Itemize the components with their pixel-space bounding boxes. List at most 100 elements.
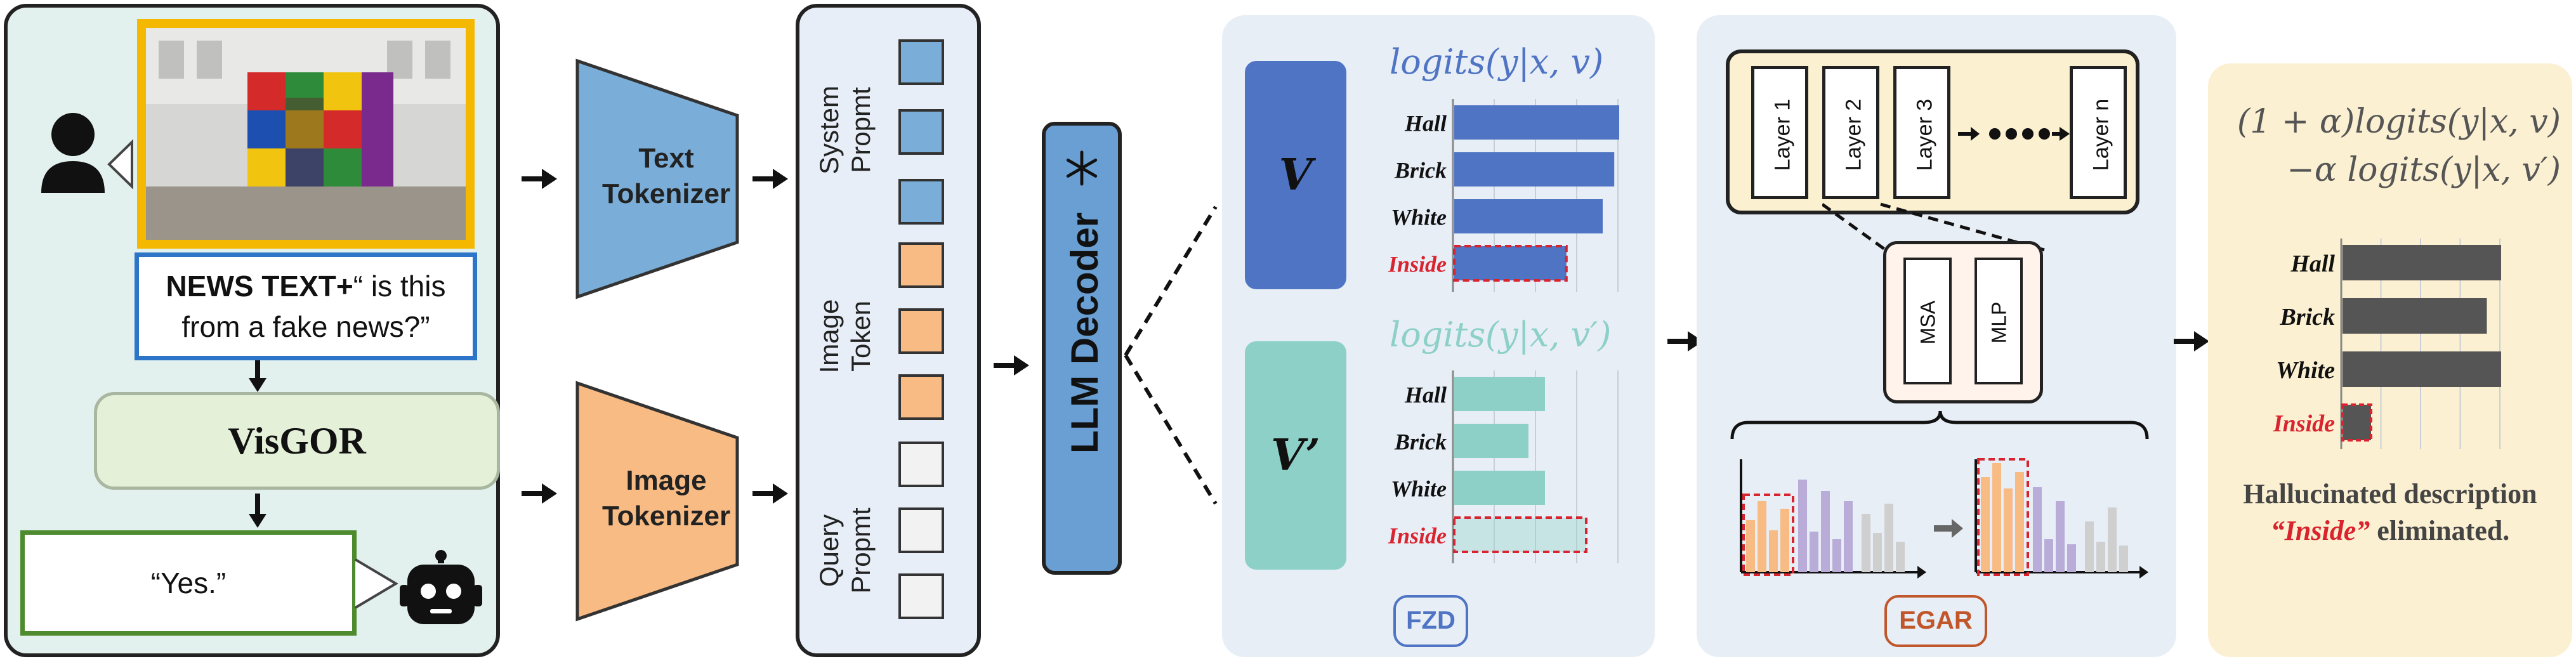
answer-box: “Yes.” — [20, 530, 357, 636]
llm-decoder-box — [1042, 122, 1122, 575]
llm-decoder-label: LLM Decoder — [1063, 212, 1106, 454]
text-tokenizer-line1: Text — [638, 143, 694, 174]
layer-1: Layer 1 — [1751, 66, 1808, 199]
prompt-box: NEWS TEXT+“ is this from a fake news?” — [135, 252, 477, 360]
text-tokenizer-shape — [575, 58, 739, 299]
bar-inside — [1453, 516, 1587, 553]
bar-label-white: White — [1391, 476, 1447, 502]
image-tokenizer-line2: Tokenizer — [601, 501, 731, 532]
layer-3-label: Layer 3 — [1912, 98, 1937, 171]
bar-brick — [1454, 152, 1615, 187]
caption-line-1: Hallucinated description — [2243, 478, 2537, 509]
robot-icon — [400, 550, 482, 624]
query-prompt-token — [898, 507, 944, 553]
text-tokenizer-label: Text Tokenizer — [596, 141, 736, 212]
down-arrow-icon — [249, 360, 266, 392]
bar-white — [1454, 471, 1545, 505]
bar-label-white: White — [2276, 357, 2335, 384]
image-token-line2: Token — [846, 300, 876, 372]
formula-line-2: −α logits(y|x, v′) — [2287, 151, 2561, 189]
system-prompt-token — [898, 109, 944, 155]
query-prompt-token — [898, 573, 944, 619]
msa-block: MSA — [1903, 258, 1952, 384]
caption-rest: eliminated. — [2370, 515, 2510, 546]
mlp-block: MLP — [1975, 258, 2023, 384]
bar-white — [1454, 199, 1603, 233]
system-prompt-line2: Propmt — [846, 87, 876, 173]
system-prompt-token — [898, 39, 944, 85]
bar-label-inside: Inside — [1388, 252, 1447, 277]
v-block — [1245, 61, 1346, 289]
layer-2-label: Layer 2 — [1841, 98, 1866, 171]
attention-histograms — [1730, 410, 2149, 579]
query-prompt-line2: Propmt — [846, 507, 876, 594]
query-prompt-label: Query Propmt — [813, 474, 877, 627]
right-arrow-icon — [752, 169, 788, 189]
caption-line-2: “Inside” eliminated. — [2208, 513, 2572, 549]
bar-hall — [1454, 377, 1545, 411]
layer-n-label: Layer n — [2089, 98, 2113, 171]
v-label: V — [1278, 150, 1313, 200]
prompt-token-panel — [796, 4, 981, 657]
query-prompt-token — [898, 442, 944, 487]
bar-label-inside: Inside — [2273, 410, 2335, 437]
bar-brick — [1454, 424, 1528, 458]
bar-label-hall: Hall — [1404, 383, 1447, 408]
right-arrow-icon — [1667, 331, 1703, 351]
image-tokenizer-label: Image Tokenizer — [596, 463, 736, 534]
layer-n: Layer n — [2070, 66, 2127, 199]
caption-highlight: “Inside” — [2270, 515, 2370, 546]
formula-line-1: (1 + α)logits(y|x, v) — [2237, 103, 2561, 141]
right-arrow-icon — [2174, 331, 2209, 351]
speech-tail-icon — [354, 558, 398, 609]
right-arrow-icon — [522, 169, 557, 189]
bar-inside — [2341, 403, 2372, 442]
snowflake-icon — [1066, 150, 1098, 186]
bar-inside — [1453, 245, 1568, 282]
bar-label-brick: Brick — [2279, 304, 2335, 330]
image-token — [898, 242, 944, 288]
image-token — [898, 308, 944, 354]
news-photo — [137, 19, 475, 249]
fzd-tag: FZD — [1393, 595, 1468, 647]
down-arrow-icon — [249, 494, 266, 528]
bar-label-inside: Inside — [1388, 523, 1447, 549]
v-prime-label: V’ — [1271, 430, 1320, 481]
bar-brick — [2343, 298, 2487, 334]
image-token-line1: Image — [814, 299, 844, 374]
bar-label-brick: Brick — [1394, 158, 1447, 183]
layer-ellipsis-arrow — [1958, 127, 2070, 141]
layer-3: Layer 3 — [1893, 66, 1950, 199]
layer-1-label: Layer 1 — [1770, 98, 1795, 171]
logits-v-prime-title: logits(y|x, v′) — [1390, 315, 1612, 355]
right-arrow-icon — [752, 483, 788, 504]
prompt-rest: “ is this from a fake news?” — [181, 270, 446, 343]
visgor-box: VisGOR — [94, 392, 500, 490]
logits-v-title: logits(y|x, v) — [1390, 42, 1604, 82]
text-tokenizer-line2: Tokenizer — [601, 178, 731, 209]
bar-hall — [2343, 245, 2501, 280]
egar-tag: EGAR — [1884, 595, 1987, 647]
system-prompt-token — [898, 179, 944, 225]
layer-2: Layer 2 — [1822, 66, 1879, 199]
system-prompt-label: System Propmt — [813, 54, 877, 206]
v-prime-block — [1245, 341, 1346, 570]
right-arrow-icon — [522, 483, 557, 504]
bar-label-brick: Brick — [1394, 429, 1447, 455]
mlp-label: MLP — [1987, 301, 2011, 344]
bar-label-hall: Hall — [1404, 111, 1447, 136]
bar-label-hall: Hall — [2290, 251, 2335, 277]
right-arrow-icon — [994, 355, 1029, 376]
decoder-fanout-lines — [1124, 206, 1218, 505]
system-prompt-line1: System — [814, 85, 844, 175]
bar-white — [2343, 351, 2501, 387]
prompt-bold: NEWS TEXT+ — [166, 270, 353, 303]
image-tokenizer-line1: Image — [626, 465, 707, 496]
msa-label: MSA — [1916, 300, 1940, 345]
bar-hall — [1454, 105, 1619, 140]
image-tokenizer-shape — [575, 381, 739, 622]
query-prompt-line1: Query — [814, 514, 844, 587]
